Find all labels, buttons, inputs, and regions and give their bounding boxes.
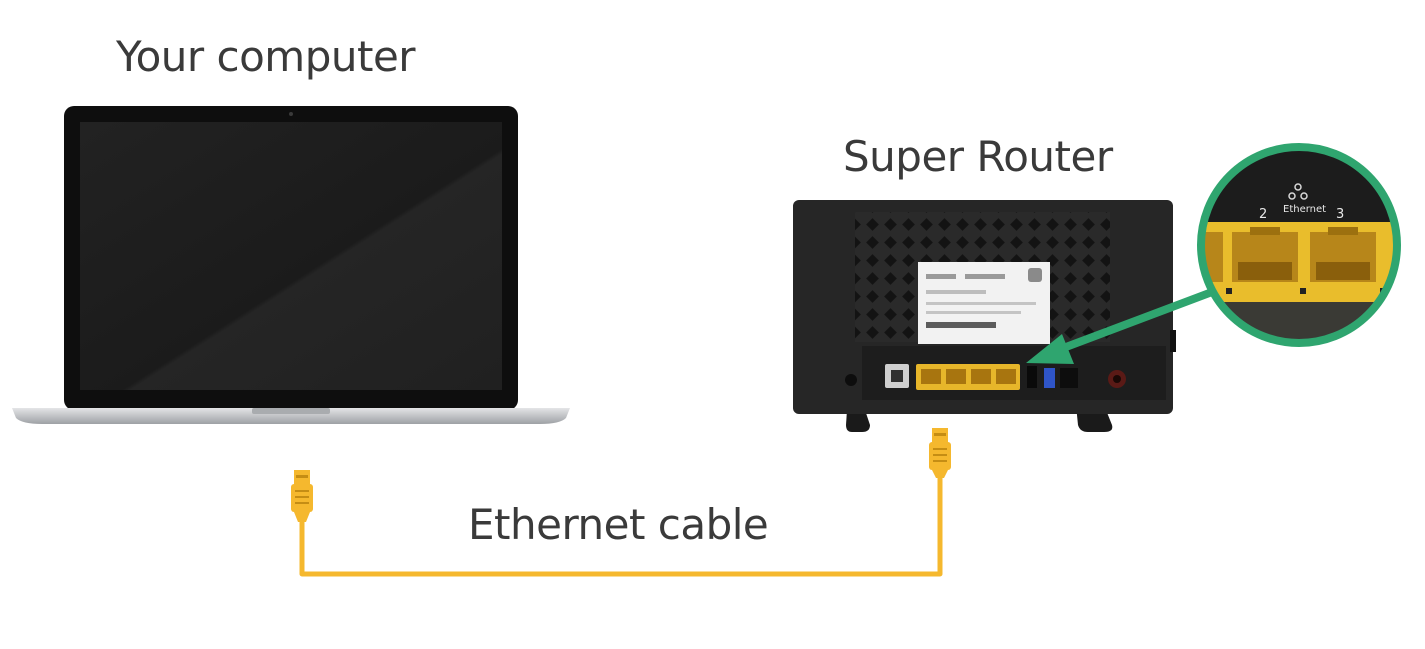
usb-port: [1044, 368, 1055, 388]
router-label: Super Router: [843, 132, 1113, 181]
ethernet-port-block: [916, 364, 1020, 390]
computer-label: Your computer: [116, 32, 416, 81]
rj45-connector-icon: [929, 428, 951, 478]
rj45-connector-icon: [291, 470, 313, 522]
power-switch: [1060, 368, 1078, 388]
zoom-ring: [1197, 143, 1401, 347]
port-zoom-inset: 2 Ethernet 3: [1197, 143, 1401, 347]
zoom-port-number-right: 3: [1336, 207, 1344, 222]
zoom-ethernet-label: Ethernet: [1283, 204, 1326, 215]
laptop-screen: [80, 122, 502, 390]
ethernet-symbol-icon: [1294, 183, 1302, 191]
reset-button: [845, 374, 857, 386]
router-icon: [793, 200, 1176, 432]
laptop-base: [12, 408, 570, 424]
webcam-icon: [289, 112, 293, 116]
ethernet-cable: [299, 470, 943, 577]
zoom-port-number-left: 2: [1259, 207, 1267, 222]
laptop-notch: [252, 408, 330, 414]
cable-label: Ethernet cable: [468, 500, 769, 549]
pointer-arrow-icon: [1026, 288, 1216, 364]
laptop-icon: [12, 106, 570, 424]
wan-port: [1027, 366, 1037, 388]
